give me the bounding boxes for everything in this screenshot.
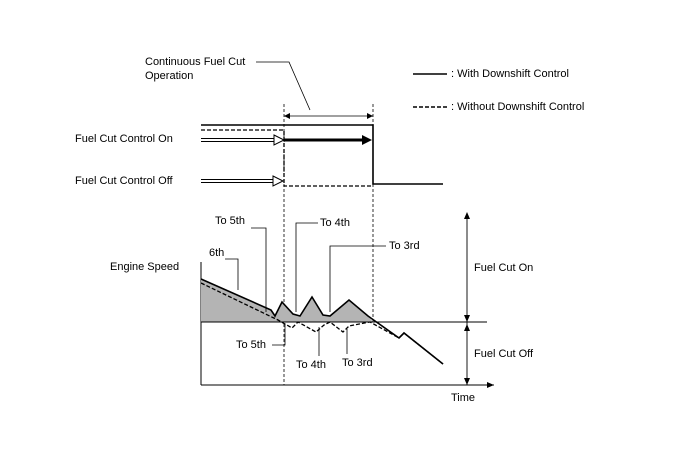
leader-to-5th-lower (272, 324, 286, 346)
engine-speed-label: Engine Speed (110, 261, 179, 273)
leader-to-3rd-upper (329, 245, 386, 312)
gear-label-to-4th-upper: To 4th (320, 217, 350, 229)
span-arrow-left (284, 113, 290, 119)
control-on-solid-arrowhead (362, 135, 372, 145)
fuel-cut-control-on-label: Fuel Cut Control On (75, 133, 173, 145)
legend-without-downshift: : Without Downshift Control (451, 101, 584, 113)
fuel-cut-control-off-label: Fuel Cut Control Off (75, 175, 174, 187)
gear-label-to-5th-upper: To 5th (215, 215, 245, 227)
gear-label-to-3rd-upper: To 3rd (389, 240, 420, 252)
x-axis-arrowhead (487, 382, 494, 388)
engine-speed-without-downshift (200, 282, 444, 365)
fuel-cut-shaded-area (201, 279, 373, 322)
gear-label-to-3rd-lower: To 3rd (342, 357, 373, 369)
gear-label-6th: 6th (209, 247, 224, 259)
gear-label-to-4th-lower: To 4th (296, 359, 326, 371)
control-off-hollow-arrowhead (272, 175, 285, 187)
fuel-cut-on-label: Fuel Cut On (474, 262, 533, 274)
signal-with-downshift (201, 124, 443, 185)
gear-label-to-5th-lower: To 5th (236, 339, 266, 351)
continuous-cut-label-line2: Operation (145, 70, 193, 82)
continuous-cut-leader (256, 61, 311, 111)
legend-with-downshift: : With Downshift Control (451, 68, 569, 80)
leader-to-5th-upper (251, 227, 267, 312)
leader-6th (225, 258, 239, 290)
signal-without-downshift (201, 129, 373, 187)
continuous-cut-label-line1: Continuous Fuel Cut (145, 56, 245, 68)
leader-to-4th-upper (295, 222, 318, 312)
engine-speed-with-downshift (200, 278, 444, 365)
time-label: Time (451, 392, 475, 404)
span-arrow-right (367, 113, 373, 119)
fuel-cut-off-label: Fuel Cut Off (474, 348, 534, 360)
control-on-hollow-arrowhead (273, 134, 286, 146)
